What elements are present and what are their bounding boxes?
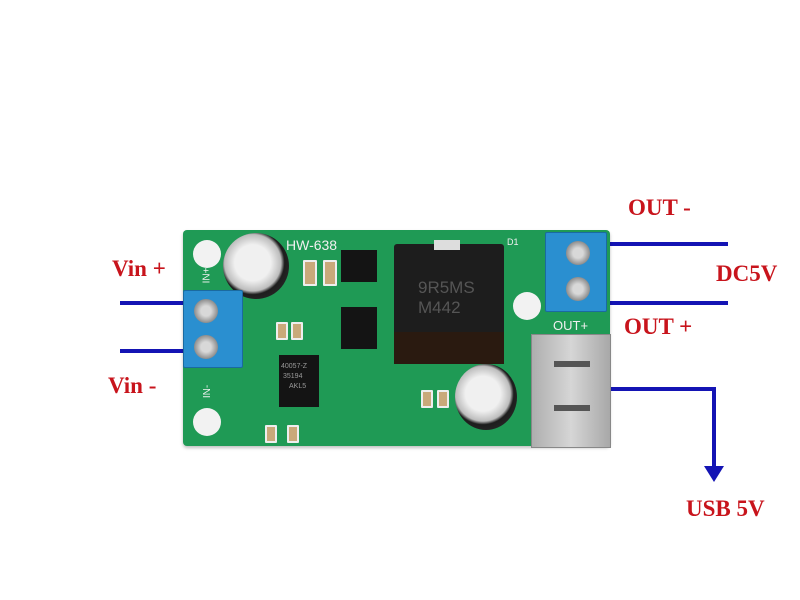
screw-icon	[194, 335, 218, 359]
usb-port	[531, 334, 611, 448]
controller-chip: 40057-Z 35194 AKL5	[279, 355, 319, 407]
screw-icon	[566, 277, 590, 301]
smd-component	[287, 425, 299, 443]
model-silk: HW-638	[286, 237, 338, 253]
out-minus-wire	[605, 242, 728, 246]
inductor-winding	[394, 332, 504, 364]
smd-component	[276, 322, 288, 340]
out-plus-silk: OUT+	[553, 318, 589, 333]
in-plus-silk: IN+	[201, 267, 213, 284]
mosfet-chip	[341, 307, 377, 349]
in-minus-silk: IN-	[202, 384, 214, 399]
mount-hole	[193, 408, 221, 436]
screw-icon	[566, 241, 590, 265]
output-terminal-block	[545, 232, 607, 312]
dc5v-label: DC5V	[716, 261, 778, 286]
out-plus-label: OUT +	[624, 314, 693, 339]
smd-component	[421, 390, 433, 408]
output-capacitor	[455, 364, 517, 430]
usb-contact	[554, 361, 590, 367]
smd-component	[323, 260, 337, 286]
arrow-down-icon	[704, 466, 724, 482]
inductor-marking: 9R5MS	[418, 278, 475, 297]
ic-marking: 40057-Z	[281, 363, 308, 370]
out-plus-wire	[605, 301, 728, 305]
ic-marking: 35194	[283, 373, 303, 380]
mount-hole	[193, 240, 221, 268]
usb5v-label: USB 5V	[686, 496, 765, 521]
ic-marking: AKL5	[289, 383, 307, 390]
inductor-marking: M442	[418, 298, 461, 317]
usb-contact	[554, 405, 590, 411]
vin-minus-label: Vin -	[108, 373, 157, 398]
input-capacitor	[223, 233, 289, 299]
pcb-board: HW-638 D1 IN+ IN- 40057-Z 35194 AKL5 9R5…	[183, 230, 611, 448]
vin-plus-label: Vin +	[112, 256, 166, 281]
smd-component	[291, 322, 303, 340]
diode-silk: D1	[507, 237, 519, 247]
smd-component	[265, 425, 277, 443]
input-terminal-block	[183, 290, 243, 368]
usb-wire-vertical	[712, 387, 716, 469]
usb-wire-horizontal	[606, 387, 716, 391]
inductor: 9R5MS M442	[394, 240, 504, 364]
mosfet-chip	[341, 250, 377, 282]
vin-plus-wire	[120, 301, 200, 305]
mount-hole	[513, 292, 541, 320]
vin-minus-wire	[120, 349, 200, 353]
smd-component	[303, 260, 317, 286]
inductor-tab	[434, 240, 460, 250]
out-minus-label: OUT -	[628, 195, 691, 220]
screw-icon	[194, 299, 218, 323]
smd-component	[437, 390, 449, 408]
